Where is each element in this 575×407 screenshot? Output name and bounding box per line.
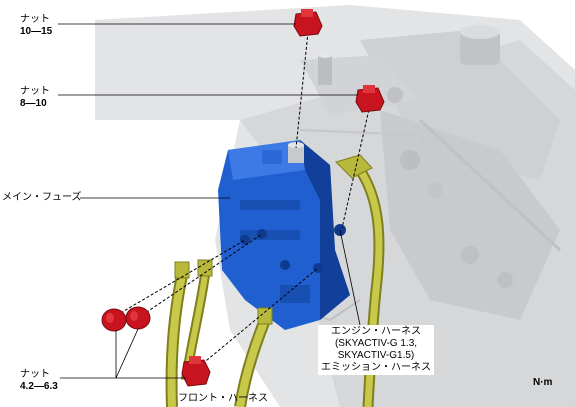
nut-bottom-name: ナット [20,369,50,380]
main-fuse-box [218,140,350,330]
engine-harness-line3: SKYACTIV-G1.5) [337,350,415,361]
nut-top-torque: 10—15 [20,26,53,37]
installation-guide-lines [111,31,371,371]
nut-middle-torque: 8—10 [20,98,47,109]
engine-harness-line4: エミッション・ハーネス [321,362,431,373]
nut-lower-left [101,306,151,332]
nut-bottom-torque: 4.2—6.3 [20,381,58,392]
nut-top-name: ナット [20,14,50,25]
nut-middle-label: ナット 8—10 [20,86,50,110]
engine-harness-line1: エンジン・ハーネス [331,326,421,337]
unit-label: N·m [533,377,553,388]
engine-harness-label: エンジン・ハーネス (SKYACTIV-G 1.3, SKYACTIV-G1.5… [318,325,434,375]
nut-middle [355,85,385,113]
nut-top-label: ナット 10—15 [20,14,52,38]
nut-bottom [181,356,211,387]
nut-top [293,9,323,37]
engine-harness-line2: (SKYACTIV-G 1.3, [334,338,418,349]
nut-middle-name: ナット [20,86,50,97]
leader-lines [58,23,361,379]
nut-bottom-label: ナット 4.2—6.3 [20,369,58,393]
front-harness-label: フロント・ハーネス [178,393,268,404]
main-fuse-label: メイン・フューズ [2,192,82,203]
